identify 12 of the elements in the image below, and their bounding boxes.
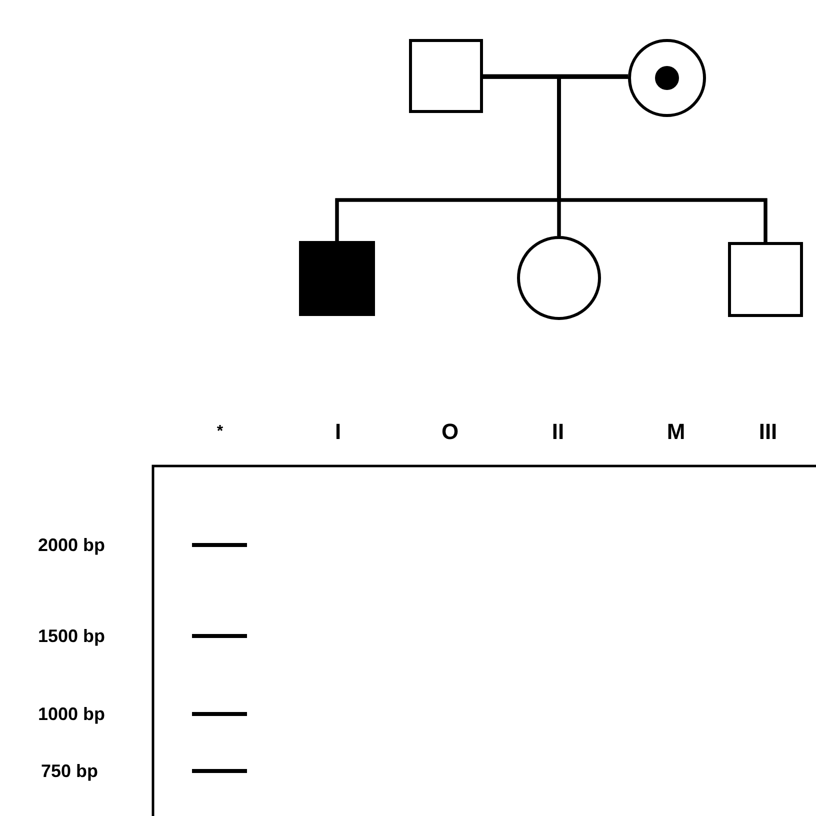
pedigree-line [483, 74, 628, 78]
lane-label: * [216, 424, 224, 440]
size-marker-label: 1500 bp [38, 627, 105, 645]
size-marker-label: 1000 bp [38, 705, 105, 723]
lane-label: M [666, 421, 686, 443]
pedigree-line [557, 75, 768, 242]
size-marker-label: 750 bp [40, 762, 98, 780]
lane-label: II [552, 421, 564, 443]
lane-label: I [334, 421, 342, 443]
size-marker-label: 2000 bp [38, 536, 105, 554]
lane-label: O [441, 421, 459, 443]
lane-label: III [758, 421, 778, 443]
